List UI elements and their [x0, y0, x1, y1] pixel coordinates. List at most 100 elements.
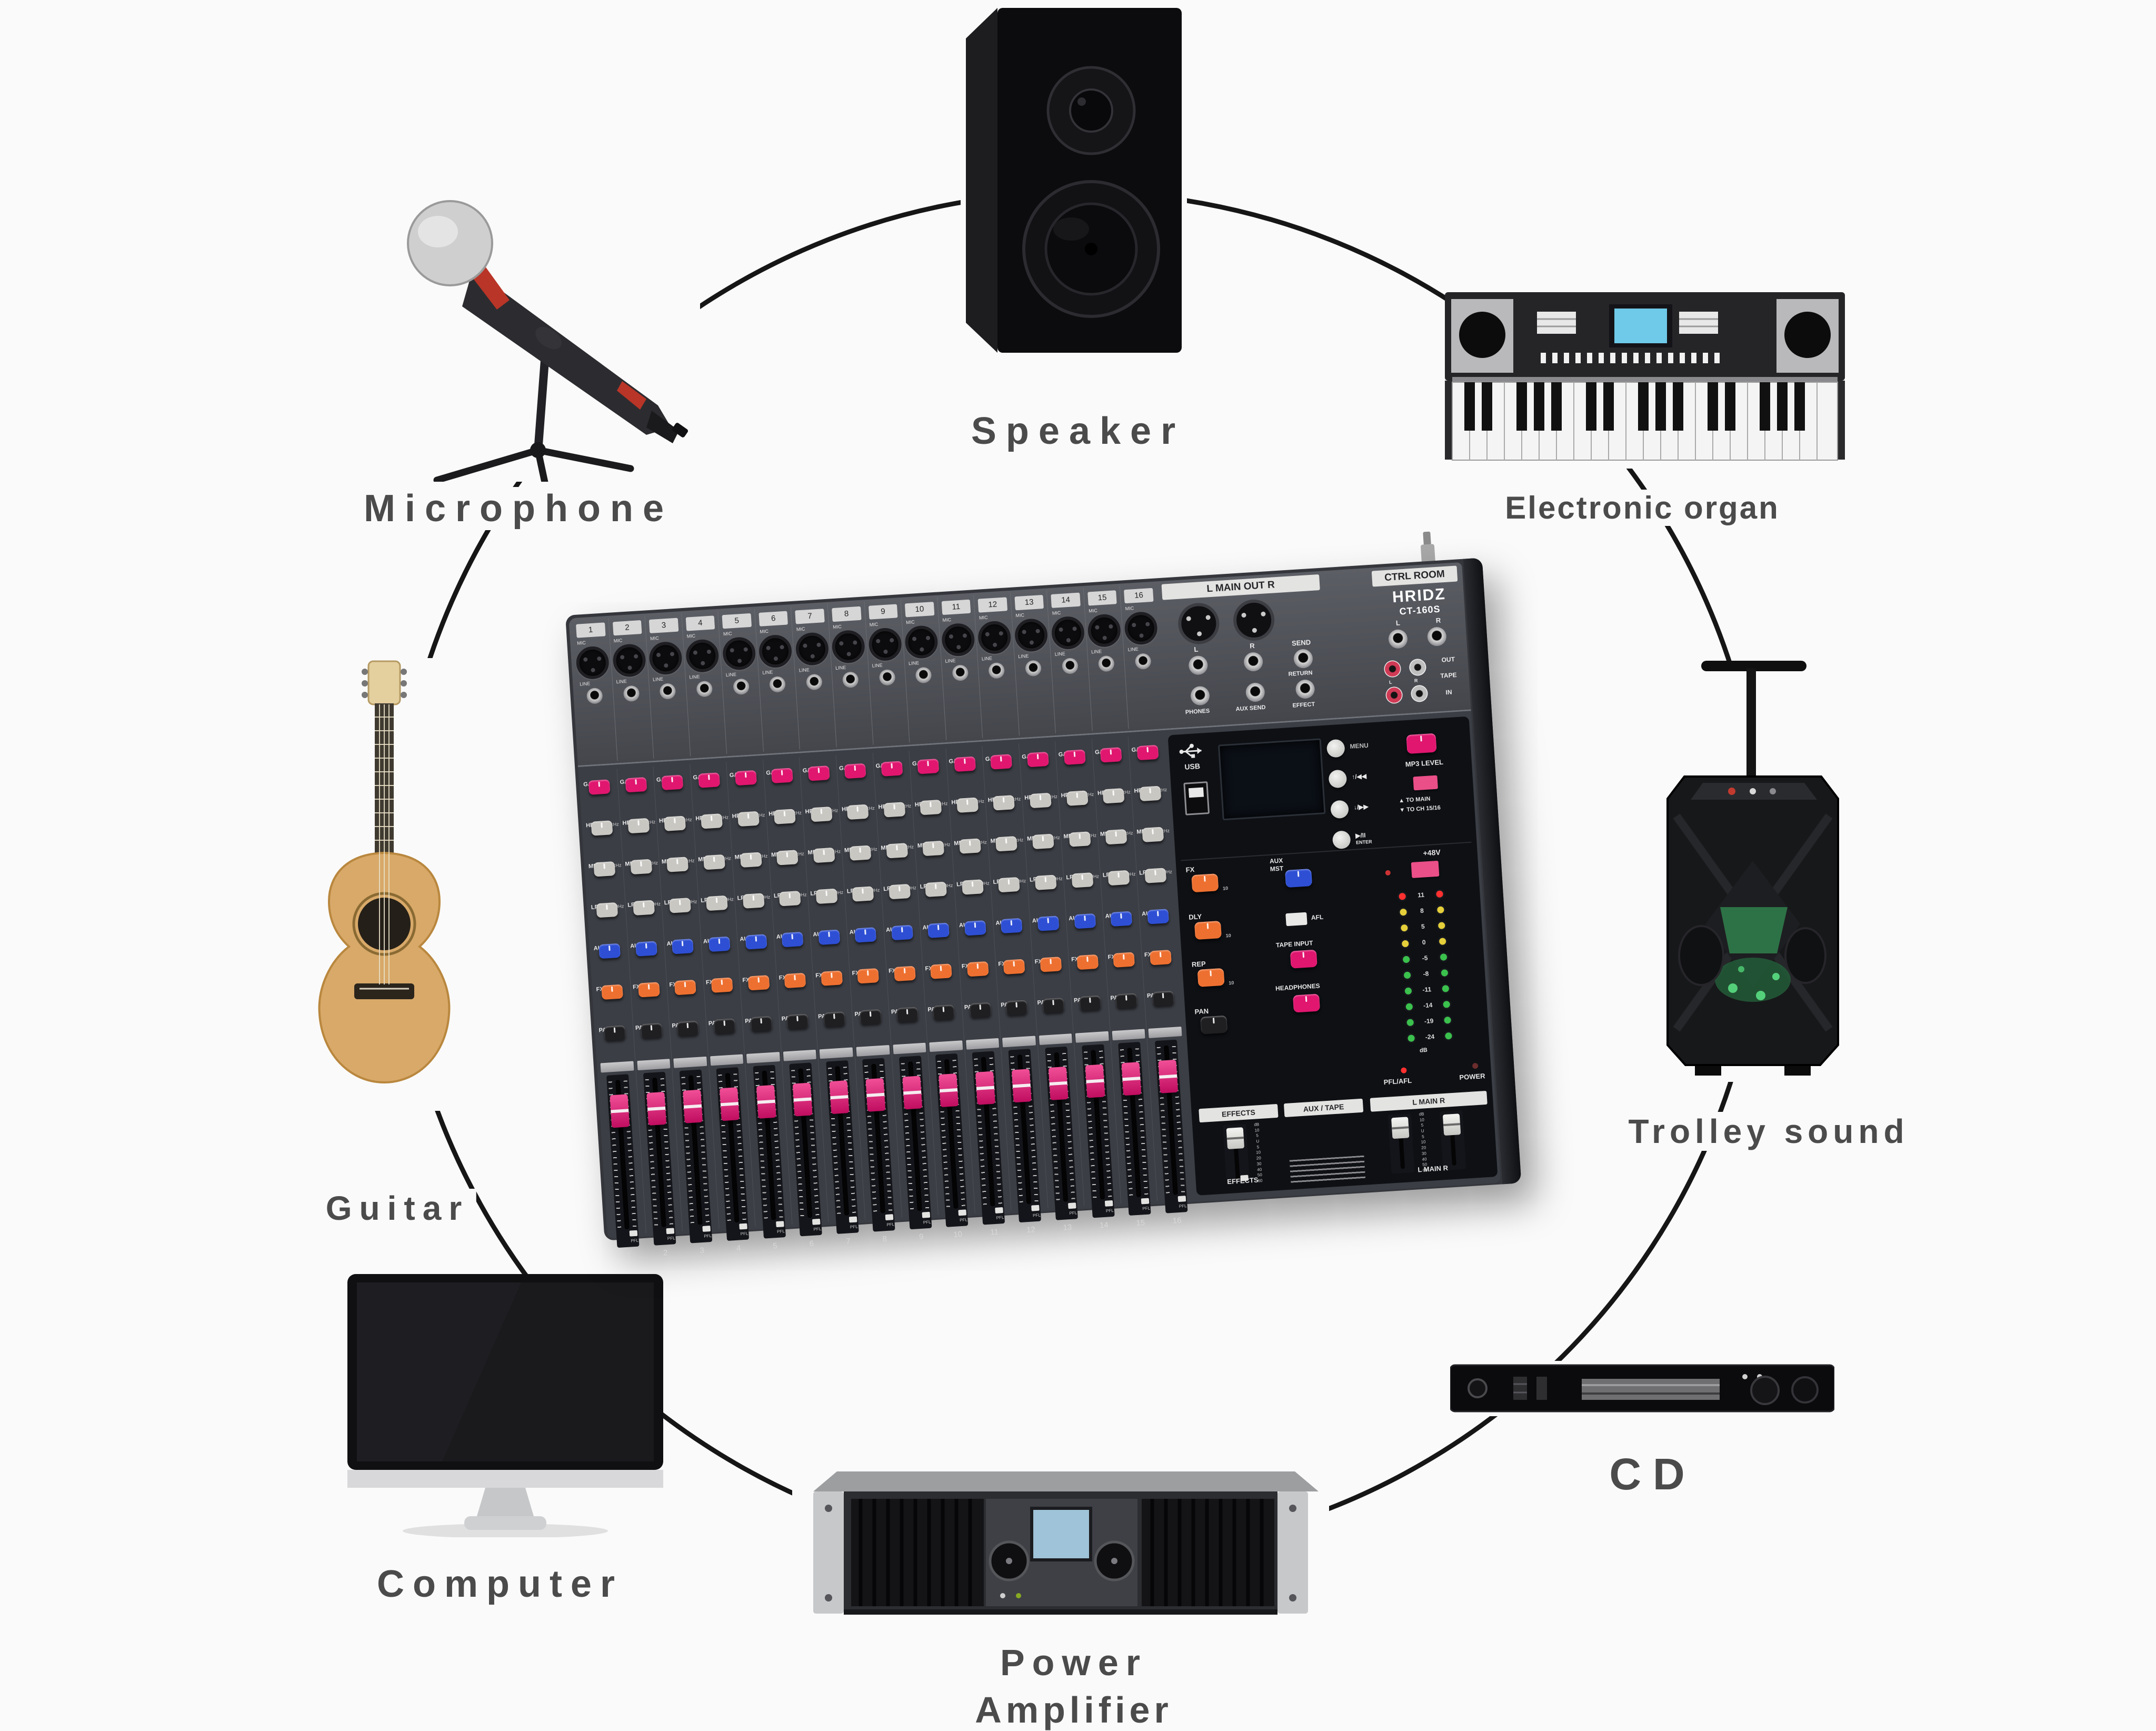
electronic-organ-icon — [1445, 292, 1845, 461]
fx-row: FX — [667, 979, 705, 1014]
afl-button — [1285, 912, 1307, 927]
mic-xlr-jack — [1087, 613, 1122, 648]
gain-row: GAIN — [764, 768, 802, 803]
pfl-label: PFL — [1032, 1212, 1041, 1218]
pfl-button — [1031, 1205, 1040, 1211]
ctrl-room-l-jack — [1388, 629, 1409, 649]
computer-label: Computer — [370, 1563, 631, 1606]
fader-cap — [865, 1078, 886, 1112]
pan-knob — [896, 1007, 919, 1022]
phones-jack — [1190, 685, 1211, 706]
aux-master-knob — [1285, 868, 1313, 888]
mic-label: MIC — [613, 638, 623, 644]
gain-knob — [1136, 744, 1159, 761]
mic-xlr-jack — [575, 645, 610, 680]
headphones-label: HEADPHONES — [1275, 982, 1321, 992]
fader-scale-value: dB — [1419, 1111, 1424, 1117]
master-pan-knob — [1200, 1015, 1228, 1034]
line-jack — [915, 666, 932, 684]
fader-scale-value: 5 — [1256, 1133, 1259, 1138]
aux-row: AUX — [884, 924, 922, 960]
aux-knob — [964, 920, 986, 936]
fx-row: FX — [594, 984, 632, 1019]
mf-row: MF2.5kHz — [805, 847, 843, 882]
channel-number-label: 5 — [722, 613, 752, 629]
meter-value-label: -11 — [1422, 986, 1432, 994]
fx-row: FX — [923, 963, 961, 998]
mf-knob — [740, 852, 762, 868]
gain-knob — [661, 774, 684, 791]
pfl-button — [739, 1223, 747, 1230]
meter-value-label: -8 — [1423, 970, 1429, 978]
channel-number-label: 9 — [868, 604, 898, 620]
fader-scale-value: 20 — [1421, 1145, 1426, 1150]
fader-scale-value: dB — [1254, 1122, 1260, 1127]
line-jack — [805, 673, 823, 691]
aux-row: AUX — [1030, 915, 1068, 950]
hf-row: HF10kHz — [1132, 785, 1170, 821]
channel-fader-15: PFL — [1118, 1042, 1151, 1216]
device-electronic-organ — [1445, 284, 1845, 469]
gain-row: GAIN — [1020, 751, 1057, 787]
pfl-label: PFL — [1142, 1206, 1151, 1211]
pfl-label: PFL — [1069, 1210, 1077, 1216]
fader-scale-value: 10 — [1421, 1139, 1426, 1145]
lf-knob — [962, 879, 984, 895]
pan-row: PAN — [962, 1002, 1000, 1037]
pfl-label: PFL — [996, 1215, 1004, 1220]
pfl-button — [885, 1214, 894, 1221]
prev-button — [1328, 769, 1348, 789]
fader-scale-band — [1039, 1033, 1073, 1046]
pfl-label: PFL — [667, 1236, 675, 1241]
aux-knob — [1037, 916, 1060, 931]
gain-knob — [734, 770, 757, 786]
mf-row: MF2.5kHz — [586, 861, 624, 896]
fader-scale-value: 10 — [1419, 1117, 1425, 1122]
meter-value-label: 8 — [1420, 907, 1424, 915]
hf-knob — [1030, 792, 1052, 809]
device-cd — [1449, 1361, 1835, 1416]
channel-number-label: 16 — [1124, 588, 1154, 604]
hf-knob — [956, 797, 979, 813]
fx-knob — [601, 984, 624, 1000]
gain-knob — [698, 772, 720, 788]
gain-knob — [881, 761, 903, 777]
fader-scale-band — [1075, 1031, 1109, 1043]
mic-label: MIC — [577, 640, 586, 646]
pan-knob — [1152, 990, 1174, 1007]
master-pan-label: PAN — [1194, 1007, 1209, 1016]
fader-scale-band — [856, 1044, 890, 1057]
pan-row: PAN — [816, 1011, 854, 1046]
fx-row: FX — [704, 977, 742, 1012]
hf-knob — [993, 795, 1015, 811]
lf-row: LF100Hz — [954, 879, 992, 914]
microphone-icon — [407, 200, 688, 493]
mf-knob — [959, 838, 981, 854]
fader-cap — [610, 1094, 630, 1128]
line-jack — [842, 671, 859, 689]
line-jack — [623, 685, 640, 702]
gain-row: GAIN — [983, 753, 1021, 789]
line-jack — [988, 662, 1005, 679]
fader-cap — [1012, 1069, 1032, 1103]
mf-knob — [886, 843, 908, 859]
fx-row: FX — [813, 970, 851, 1005]
fx-row: FX — [1032, 956, 1070, 991]
channel-number-label: 7 — [795, 609, 825, 624]
lf-row: LF100Hz — [844, 886, 882, 921]
fx-row: FX — [850, 968, 887, 1003]
pfl-button — [775, 1221, 784, 1228]
channel-fader-6: PFL — [789, 1062, 822, 1237]
fx-knob — [747, 975, 770, 991]
line-label: LINE — [945, 658, 956, 664]
aux-tape-hatch — [1289, 1155, 1366, 1183]
fx-label: FX — [1185, 865, 1195, 874]
pfl-button — [1141, 1198, 1150, 1205]
fader-cap — [1121, 1062, 1142, 1096]
fader-scale-band — [783, 1049, 817, 1061]
tape-out-label: OUT — [1441, 655, 1455, 664]
aux-knob — [927, 922, 950, 938]
fx-row: FX — [740, 974, 778, 1010]
